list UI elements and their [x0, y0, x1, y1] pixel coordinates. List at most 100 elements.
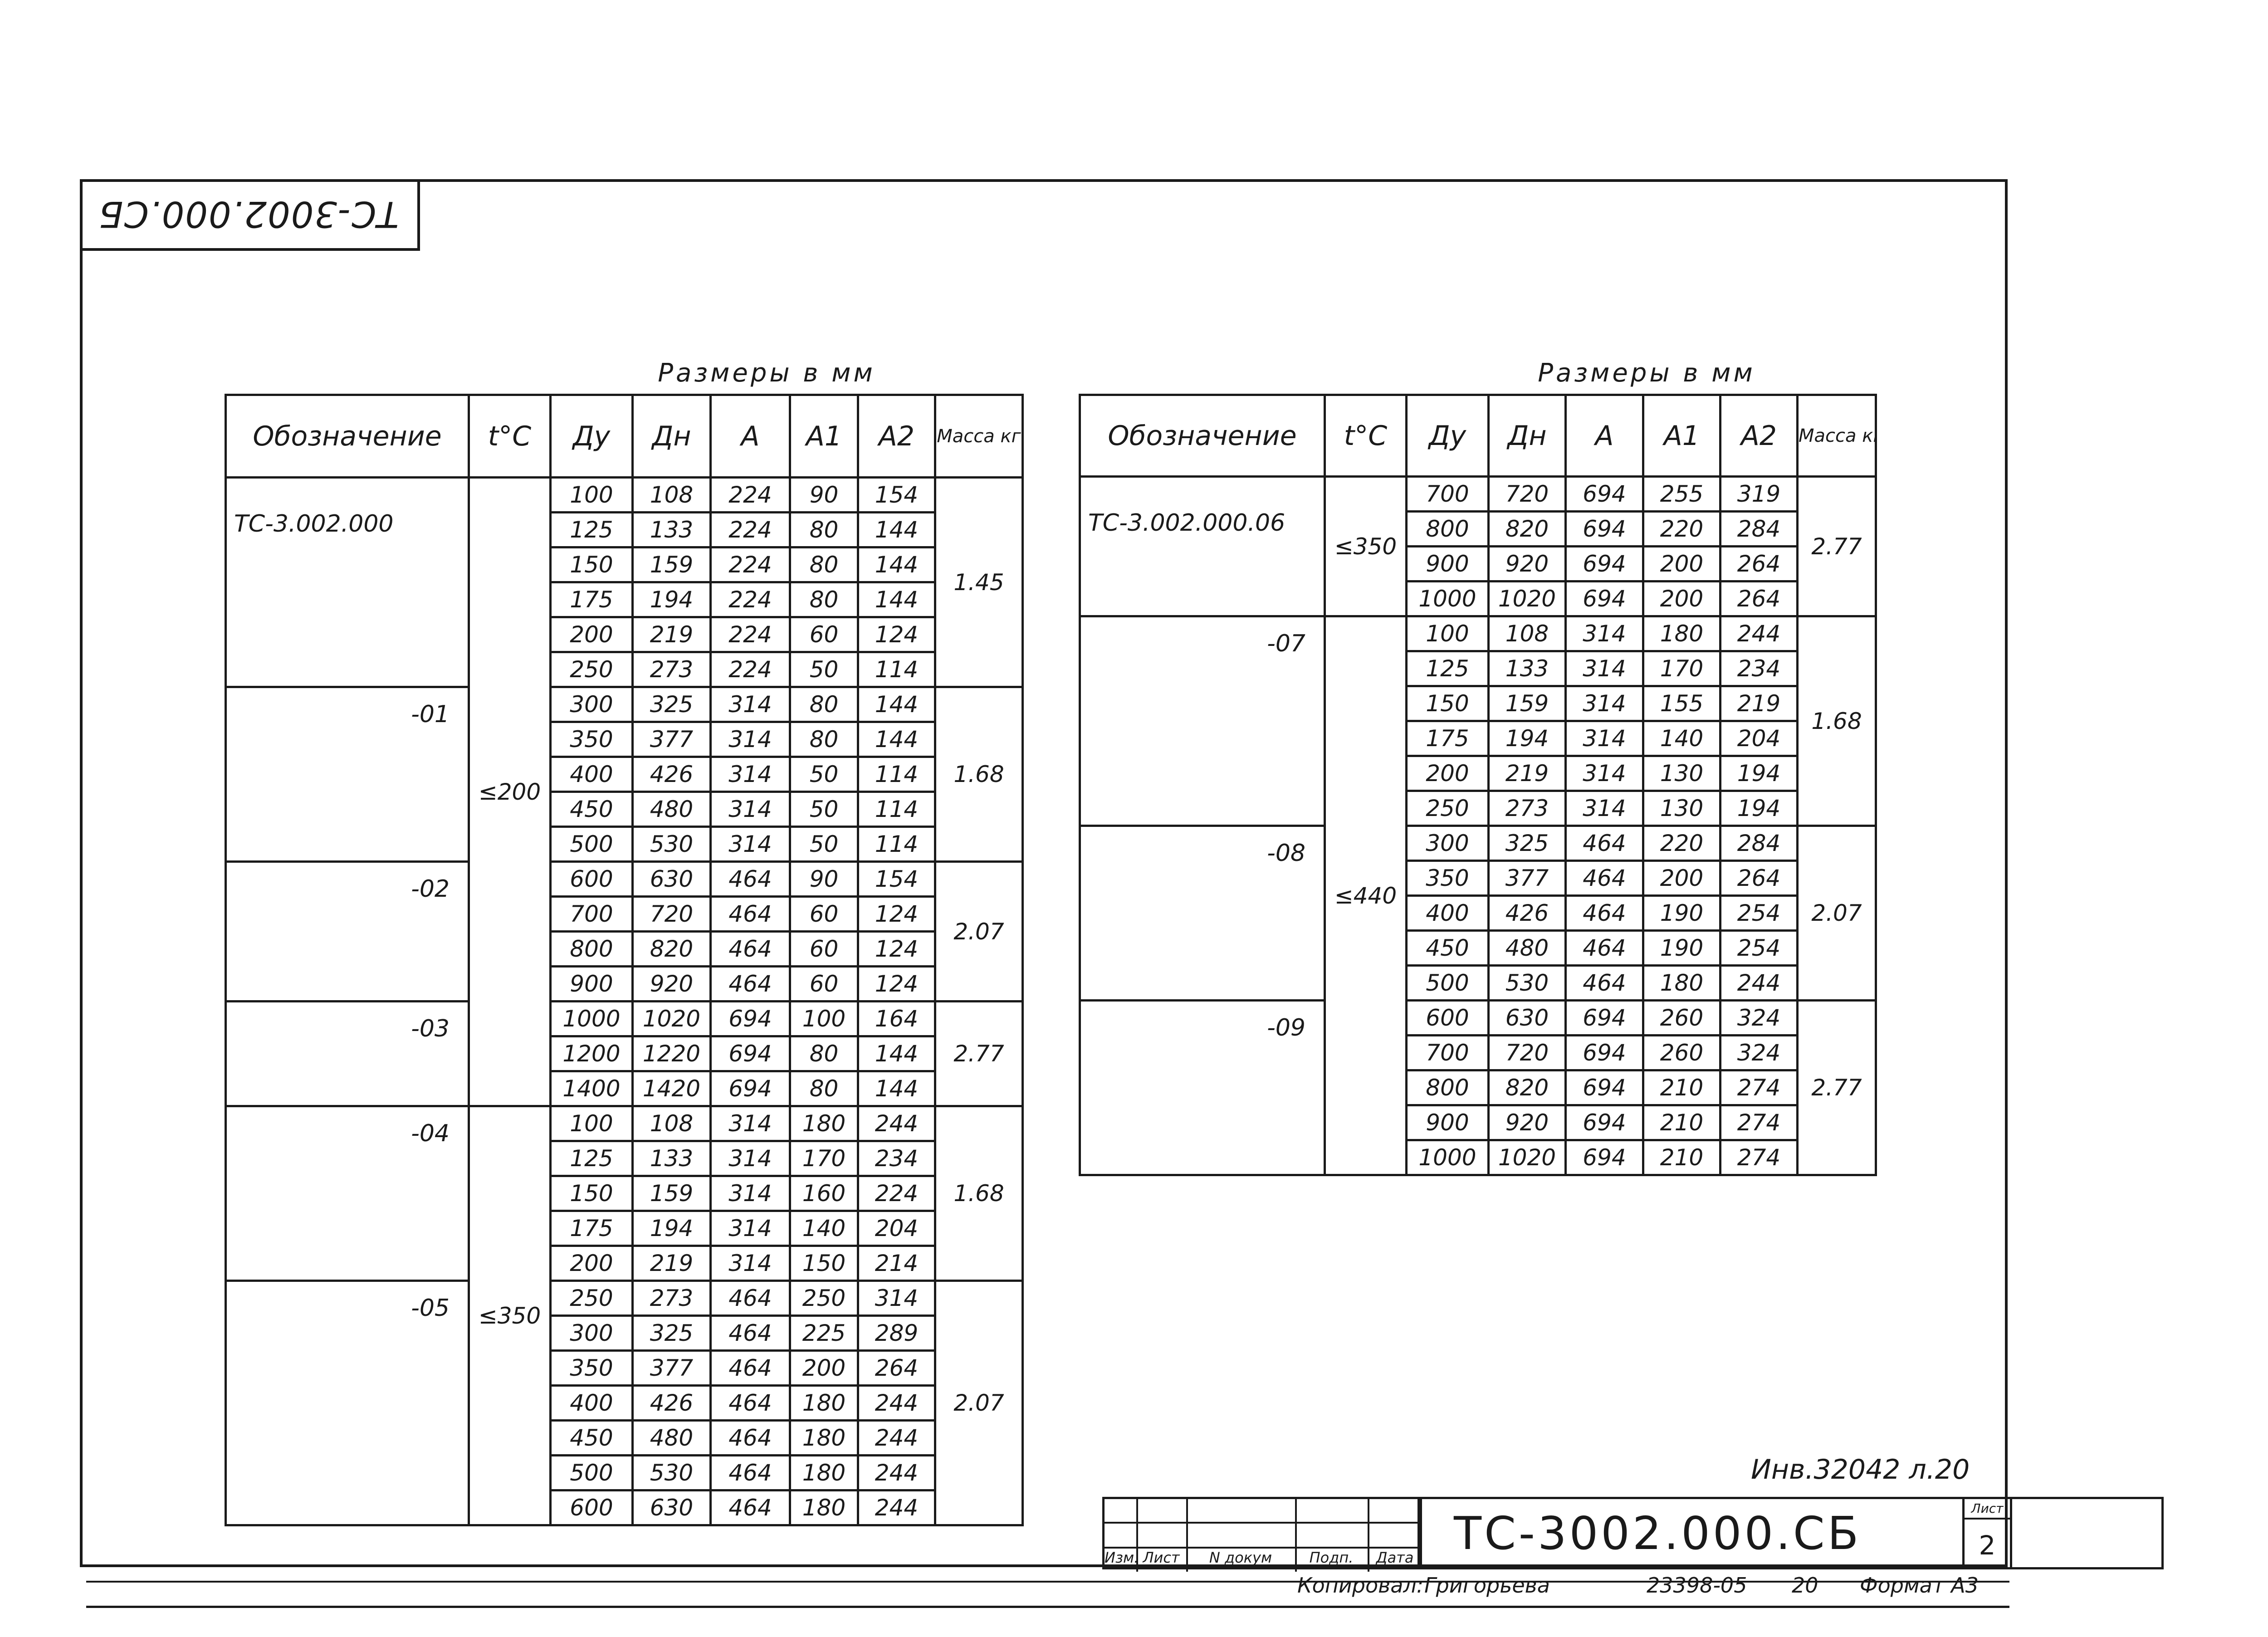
dn-cell: 530 — [631, 1454, 712, 1491]
a-cell: 314 — [1564, 755, 1644, 792]
du-cell: 500 — [549, 1454, 634, 1491]
header-temp: t°C — [468, 394, 552, 479]
a2-cell: 244 — [1719, 615, 1799, 652]
dn-cell: 820 — [1487, 510, 1567, 547]
a2-cell: 264 — [1719, 580, 1799, 617]
dn-cell: 159 — [631, 546, 712, 583]
a1-cell: 180 — [1642, 615, 1721, 652]
dn-cell: 480 — [1487, 929, 1567, 967]
a-cell: 314 — [1564, 615, 1644, 652]
du-cell: 150 — [1405, 685, 1490, 722]
a1-cell: 90 — [789, 860, 859, 898]
left-spec-table: Обозначение t°C Ду Дн А А1 А2 Масса кг Т… — [225, 394, 1024, 1526]
dn-cell: 325 — [631, 686, 712, 723]
a2-cell: 144 — [857, 511, 936, 548]
format-label: Формат А3 — [1860, 1573, 1979, 1598]
dn-cell: 159 — [1487, 685, 1567, 722]
a1-cell: 80 — [789, 581, 859, 618]
a-cell: 694 — [1564, 1034, 1644, 1071]
du-cell: 100 — [1405, 615, 1490, 652]
mass-cell: 1.45 — [934, 476, 1024, 688]
a-cell: 314 — [1564, 790, 1644, 827]
a-cell: 694 — [1564, 999, 1644, 1036]
header-a2: А2 — [857, 394, 936, 479]
a1-cell: 200 — [1642, 860, 1721, 897]
du-cell: 600 — [1405, 999, 1490, 1036]
a-cell: 314 — [709, 756, 791, 793]
du-cell: 175 — [1405, 720, 1490, 757]
du-cell: 900 — [1405, 1104, 1490, 1141]
a2-cell: 144 — [857, 581, 936, 618]
du-cell: 350 — [549, 721, 634, 758]
grid-line — [1368, 1499, 1369, 1572]
a-cell: 694 — [1564, 510, 1644, 547]
col-label: Подп. — [1309, 1549, 1354, 1566]
a2-cell: 124 — [857, 965, 936, 1002]
a-cell: 464 — [1564, 964, 1644, 1002]
dn-cell: 920 — [1487, 545, 1567, 582]
dn-cell: 194 — [1487, 720, 1567, 757]
a2-cell: 324 — [1719, 999, 1799, 1036]
a1-cell: 90 — [789, 476, 859, 513]
a1-cell: 155 — [1642, 685, 1721, 722]
a1-cell: 200 — [1642, 580, 1721, 617]
mass-cell: 2.77 — [934, 1000, 1024, 1107]
a1-cell: 250 — [789, 1280, 859, 1317]
a-cell: 694 — [1564, 545, 1644, 582]
inventory-note: Инв.32042 л.20 — [1751, 1454, 1970, 1486]
du-cell: 125 — [549, 511, 634, 548]
dn-cell: 219 — [1487, 755, 1567, 792]
a-cell: 314 — [1564, 720, 1644, 757]
dn-cell: 377 — [631, 1349, 712, 1387]
du-cell: 400 — [549, 1384, 634, 1422]
a2-cell: 124 — [857, 895, 936, 933]
a2-cell: 324 — [1719, 1034, 1799, 1071]
du-cell: 700 — [549, 895, 634, 933]
header-du: Ду — [1405, 394, 1490, 478]
grid-line — [1105, 1547, 1422, 1549]
dn-cell: 108 — [631, 1105, 712, 1142]
a-cell: 464 — [1564, 894, 1644, 932]
a1-cell: 170 — [789, 1140, 859, 1177]
a2-cell: 264 — [1719, 545, 1799, 582]
a2-cell: 289 — [857, 1314, 936, 1352]
header-temp: t°C — [1324, 394, 1408, 478]
a-cell: 694 — [1564, 1104, 1644, 1141]
temperature-cell: ≤440 — [1324, 615, 1408, 1176]
a-cell: 314 — [709, 1105, 791, 1142]
du-cell: 700 — [1405, 475, 1490, 513]
a1-cell: 50 — [789, 756, 859, 793]
a1-cell: 80 — [789, 511, 859, 548]
drawing-frame — [80, 179, 2008, 1567]
dn-cell: 1220 — [631, 1035, 712, 1072]
a1-cell: 200 — [1642, 545, 1721, 582]
a2-cell: 124 — [857, 616, 936, 653]
designation-cell: ТС-3.002.000.06 — [1079, 475, 1326, 617]
a1-cell: 180 — [789, 1489, 859, 1526]
header-a: А — [709, 394, 791, 479]
dn-cell: 194 — [631, 581, 712, 618]
du-cell: 350 — [1405, 860, 1490, 897]
a-cell: 464 — [709, 1489, 791, 1526]
du-cell: 200 — [549, 616, 634, 653]
a-cell: 314 — [709, 1175, 791, 1212]
dn-cell: 133 — [631, 511, 712, 548]
a-cell: 314 — [709, 1140, 791, 1177]
stamp-top-text: ТС-3002.000.СБ — [98, 193, 399, 234]
dn-cell: 630 — [631, 860, 712, 898]
